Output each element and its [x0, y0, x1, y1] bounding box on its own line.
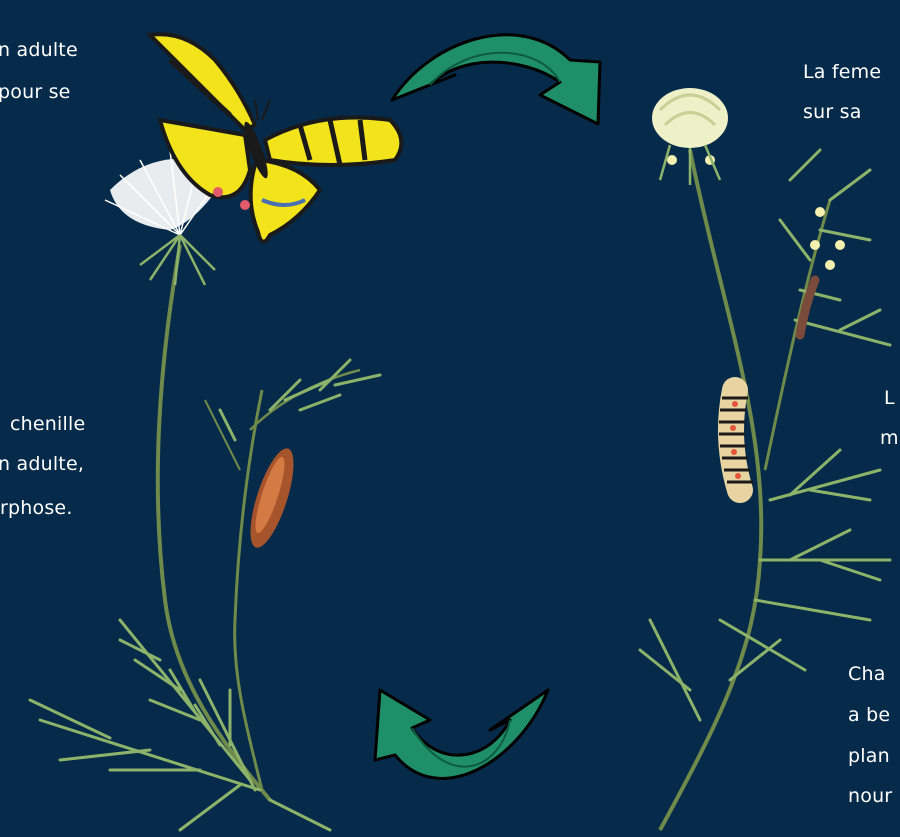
small-caterpillar-icon [800, 280, 815, 335]
flower-head-right [652, 88, 728, 185]
cycle-arrow-top [392, 35, 600, 124]
right-plant [640, 88, 890, 830]
cycle-arrow-bottom [375, 690, 548, 778]
left-plant [30, 150, 380, 830]
